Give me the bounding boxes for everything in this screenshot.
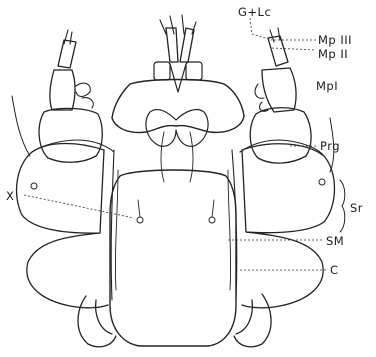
label-x: X bbox=[6, 189, 14, 203]
right-body-lobes bbox=[240, 140, 335, 308]
label-g-lc: G+Lc bbox=[238, 5, 271, 19]
gnathosoma bbox=[112, 15, 244, 182]
setae bbox=[12, 96, 334, 223]
label-mp1: MpI bbox=[316, 79, 338, 93]
label-mp2: Mp II bbox=[318, 47, 348, 61]
left-palp bbox=[39, 30, 102, 162]
label-c: C bbox=[330, 263, 339, 277]
posterior-appendages bbox=[78, 294, 271, 347]
label-sr: Sr bbox=[350, 201, 363, 215]
left-body-lobes bbox=[17, 140, 114, 308]
label-mp3: Mp III bbox=[318, 33, 352, 47]
diagram-labels: G+Lc Mp III Mp II MpI Prg X Sr SM C bbox=[6, 5, 363, 277]
label-prg: Prg bbox=[320, 139, 340, 153]
sternal-region bbox=[110, 150, 237, 346]
label-sm: SM bbox=[326, 234, 344, 248]
